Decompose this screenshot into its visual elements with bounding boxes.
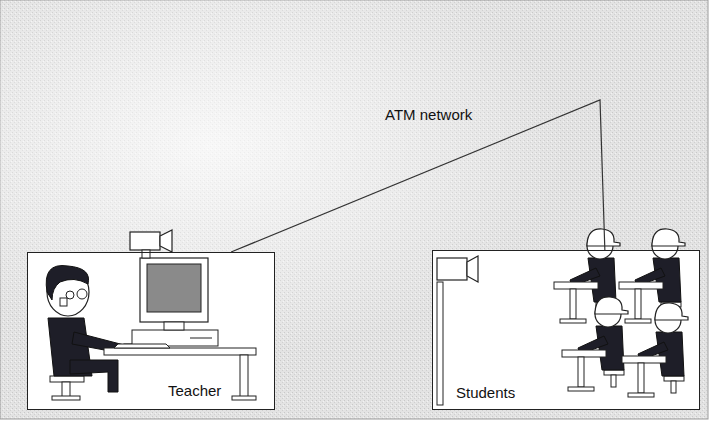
room-box: Teacher [27,252,275,410]
room-label: Teacher [168,382,221,400]
teacher-figure [46,266,132,400]
network-label: ATM network [385,106,472,124]
room-box: Students [432,250,700,410]
network-link [231,100,605,252]
students-figures [554,229,688,397]
teacher-room [27,252,275,410]
computer-desk [104,230,256,400]
room-camera [437,256,478,405]
room-label: Students [456,384,515,402]
